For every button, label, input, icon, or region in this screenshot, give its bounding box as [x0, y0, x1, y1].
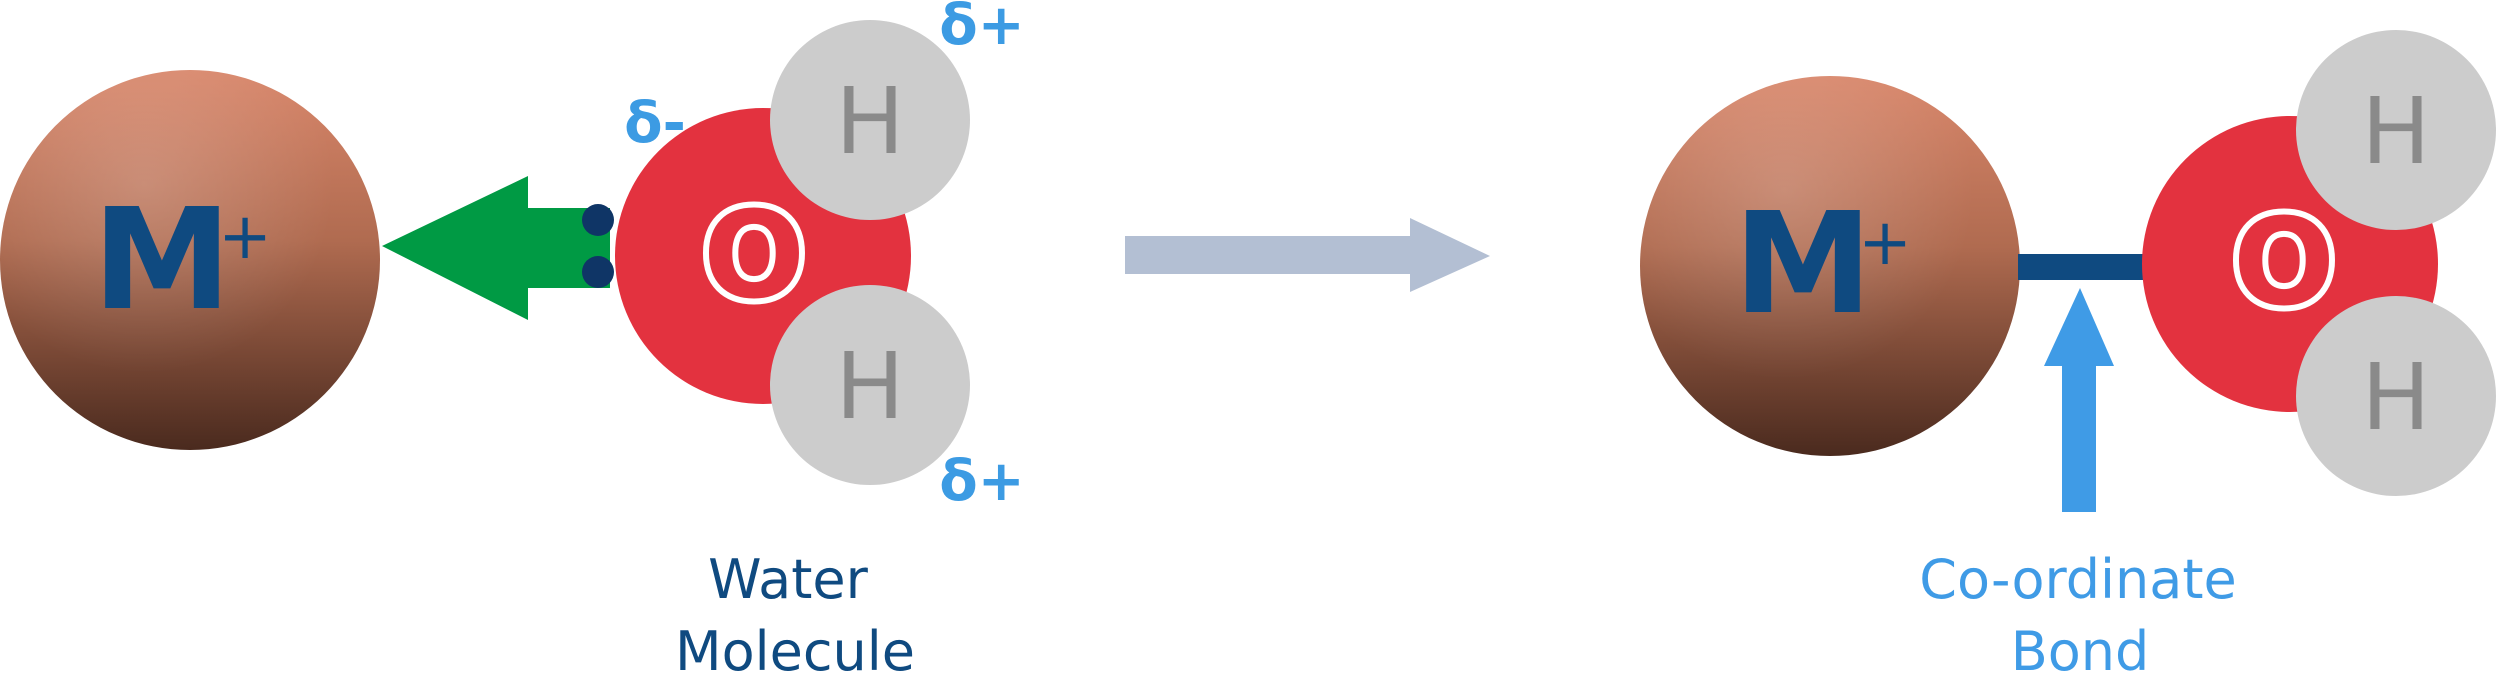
coordinate-bond-line: [2018, 254, 2146, 280]
left-hydrogen-top: [770, 20, 970, 220]
water-molecule-caption-line1: Water: [708, 548, 868, 611]
lone-pair-dot-2: [582, 256, 614, 288]
left-hydrogen-bottom: [770, 285, 970, 485]
left-metal-charge: +: [218, 200, 272, 274]
right-metal-shine: [1640, 76, 2020, 456]
right-hydrogen-top: [2296, 30, 2496, 230]
left-metal-shine: [0, 70, 380, 450]
oxygen-partial-charge: δ-: [624, 91, 686, 156]
left-metal-symbol: M: [92, 179, 231, 342]
right-hydrogen-bottom-symbol: H: [2361, 344, 2430, 451]
right-scene: M + O H H Co-ordinate Bond: [1640, 30, 2496, 683]
left-hydrogen-bottom-symbol: H: [835, 333, 904, 440]
coordinate-bond-caption-line2: Bond: [2011, 620, 2150, 683]
lone-pair-dot-1: [582, 204, 614, 236]
right-metal-ion: M +: [1640, 76, 2020, 456]
reaction-arrow: [1125, 218, 1490, 292]
left-oxygen-symbol: O: [703, 187, 805, 326]
left-hydrogen-top-symbol: H: [835, 68, 904, 175]
right-hydrogen-bottom: [2296, 296, 2496, 496]
right-water-molecule: O H H: [2142, 30, 2496, 496]
donation-arrow: [382, 176, 610, 320]
hydrogen-top-partial-charge: δ+: [939, 0, 1024, 58]
coordinate-bond-caption-line1: Co-ordinate: [1919, 548, 2237, 611]
bond-pointer-arrow: [2044, 288, 2114, 512]
right-metal-symbol: M: [1733, 183, 1872, 346]
right-hydrogen-top-symbol: H: [2361, 78, 2430, 185]
hydrogen-bottom-partial-charge: δ+: [939, 449, 1024, 514]
water-molecule-caption-line2: Molecule: [675, 620, 915, 683]
right-metal-charge: +: [1858, 206, 1912, 280]
right-oxygen-symbol: O: [2233, 194, 2335, 333]
left-scene: M + O H H δ- δ+ δ+ Water Molecule: [0, 0, 1025, 683]
left-water-molecule: O H H δ- δ+ δ+: [582, 0, 1025, 514]
left-metal-ion: M +: [0, 70, 380, 450]
